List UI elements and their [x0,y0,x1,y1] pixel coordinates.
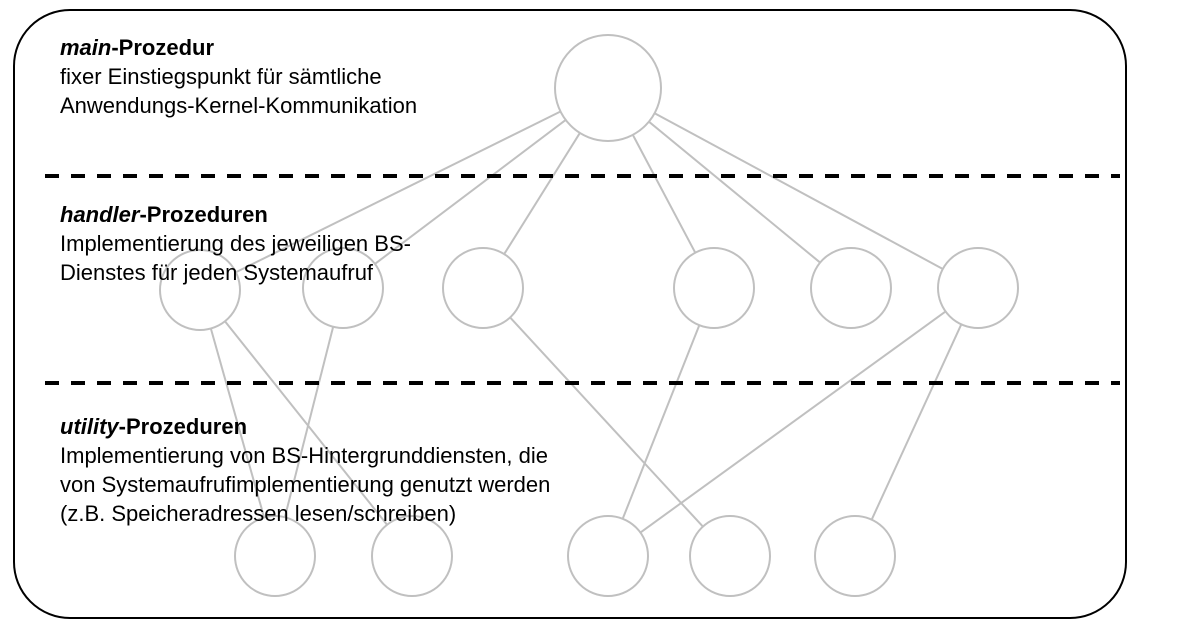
description-line: Implementierung von BS-Hintergrunddienst… [60,443,548,468]
description-line: (z.B. Speicheradressen lesen/schreiben) [60,501,457,526]
graph-edge [235,110,561,274]
layer-block-main: main-Prozedur fixer Einstiegspunkt für s… [60,34,417,120]
graph-node-main [554,34,662,142]
layer-description-main: fixer Einstiegspunkt für sämtliche Anwen… [60,62,417,120]
layer-title-suffix-utility: -Prozeduren [118,414,248,439]
layer-title-main: main-Prozedur [60,34,417,62]
layer-title-suffix-main: -Prozedur [111,35,215,60]
graph-edge [224,320,388,526]
graph-node-handler [302,247,384,329]
description-line: Anwendungs-Kernel-Kommunikation [60,93,418,118]
nodes-group [159,34,1019,597]
layer-keyword-main: main [60,35,112,60]
graph-node-handler [673,247,755,329]
graph-node-utility [234,515,316,597]
graph-node-utility [371,515,453,597]
layer-title-utility: utility-Prozeduren [60,413,550,441]
graph-edge [209,328,266,518]
graph-node-handler [810,247,892,329]
graph-edge [648,120,821,264]
description-line: von Systemaufrufimplementierung genutzt … [60,472,551,497]
graph-edge [639,310,947,534]
edges-group [209,110,963,534]
graph-edge [283,326,335,518]
graph-node-utility [689,515,771,597]
layer-title-suffix-handler: -Prozeduren [139,202,268,227]
dividers-group [45,174,1120,385]
graph-node-utility [814,515,896,597]
graph-edge [509,316,704,528]
description-line: fixer Einstiegspunkt für sämtliche [60,64,382,89]
description-line: Implementierung des jeweiligen BS- [60,231,411,256]
graph-edge [631,134,697,254]
layer-keyword-handler: handler [60,202,140,227]
rounded-frame [13,9,1127,619]
layer-title-handler: handler-Prozeduren [60,201,411,229]
graph-node-utility [567,515,649,597]
graph-edge [374,119,567,265]
graph-node-handler [159,249,241,331]
graph-edge [654,112,944,270]
graph-edge [870,323,963,521]
layer-description-utility: Implementierung von BS-Hintergrunddienst… [60,441,550,528]
layer-description-handler: Implementierung des jeweiligen BS- Diens… [60,229,411,287]
layer-block-utility: utility-Prozeduren Implementierung von B… [60,413,550,528]
graph-node-handler [442,247,524,329]
layer-block-handler: handler-Prozeduren Implementierung des j… [60,201,411,287]
graph-edge [503,132,581,255]
graph-edge [621,324,701,520]
layer-keyword-utility: utility [60,414,119,439]
frame-border [13,9,1127,619]
graph-node-handler [937,247,1019,329]
description-line: Dienstes für jeden Systemaufruf [60,260,374,285]
